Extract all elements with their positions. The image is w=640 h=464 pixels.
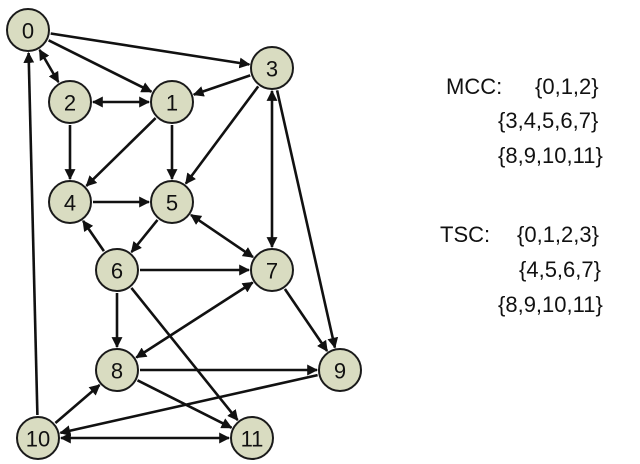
node-0: 0 [6, 8, 50, 52]
node-label-0: 0 [22, 19, 34, 44]
node-label-11: 11 [241, 427, 264, 452]
tsc-set-0: {0,1,2,3} [517, 222, 599, 247]
node-9: 9 [318, 348, 362, 392]
mcc-set-0: {0,1,2} [535, 74, 599, 99]
edge-1-4 [85, 117, 157, 187]
node-circle-6 [95, 248, 139, 292]
node-1: 1 [150, 80, 194, 124]
node-circle-1 [150, 80, 194, 124]
edge-10-0 [23, 51, 39, 416]
node-10: 10 [16, 416, 60, 460]
node-4: 4 [48, 180, 92, 224]
mcc-set-2: {8,9,10,11} [498, 143, 603, 168]
node-7: 7 [250, 248, 294, 292]
node-2: 2 [48, 80, 92, 124]
edge-0-1 [48, 39, 153, 93]
edge-3-9 [275, 90, 339, 349]
edge-10-8 [54, 384, 101, 424]
node-circle-10 [16, 416, 60, 460]
node-label-9: 9 [334, 359, 346, 384]
edges-layer [23, 32, 339, 444]
node-circle-11 [230, 416, 274, 460]
node-circle-4 [48, 180, 92, 224]
node-circle-9 [318, 348, 362, 392]
edge-3-5 [184, 85, 260, 185]
node-label-4: 4 [64, 191, 76, 216]
edge-0-3 [50, 32, 251, 69]
edge-6-11 [130, 287, 239, 421]
node-circle-2 [48, 80, 92, 124]
mcc-set-1: {3,4,5,6,7} [498, 108, 599, 133]
node-3: 3 [250, 46, 294, 90]
tsc-set-1: {4,5,6,7} [519, 257, 601, 282]
edge-5-6 [130, 219, 159, 253]
node-circle-7 [250, 248, 294, 292]
node-label-2: 2 [64, 91, 76, 116]
node-label-1: 1 [166, 91, 178, 116]
node-circle-5 [150, 180, 194, 224]
edge-9-10 [59, 373, 318, 437]
mcc-label: MCC: [446, 74, 503, 99]
edge-6-4 [82, 220, 105, 252]
node-circle-3 [250, 46, 294, 90]
edge-3-1 [192, 74, 251, 97]
node-11: 11 [230, 416, 274, 460]
tsc-label: TSC: [440, 222, 491, 247]
nodes-layer: 0 1 2 3 4 5 6 7 8 9 10 11 [6, 8, 362, 460]
node-circle-0 [6, 8, 50, 52]
node-label-10: 10 [26, 427, 50, 452]
node-label-5: 5 [166, 191, 178, 216]
edge-7-9 [283, 288, 329, 352]
node-label-3: 3 [266, 57, 278, 82]
node-label-7: 7 [266, 259, 278, 284]
edge-7-8 [135, 281, 254, 359]
edge-0-2 [38, 48, 60, 84]
node-6: 6 [95, 248, 139, 292]
node-5: 5 [150, 180, 194, 224]
edge-5-7 [190, 213, 254, 259]
node-label-6: 6 [111, 259, 123, 284]
node-8: 8 [95, 348, 139, 392]
node-circle-8 [95, 348, 139, 392]
tsc-set-2: {8,9,10,11} [498, 292, 603, 317]
node-label-8: 8 [111, 359, 123, 384]
